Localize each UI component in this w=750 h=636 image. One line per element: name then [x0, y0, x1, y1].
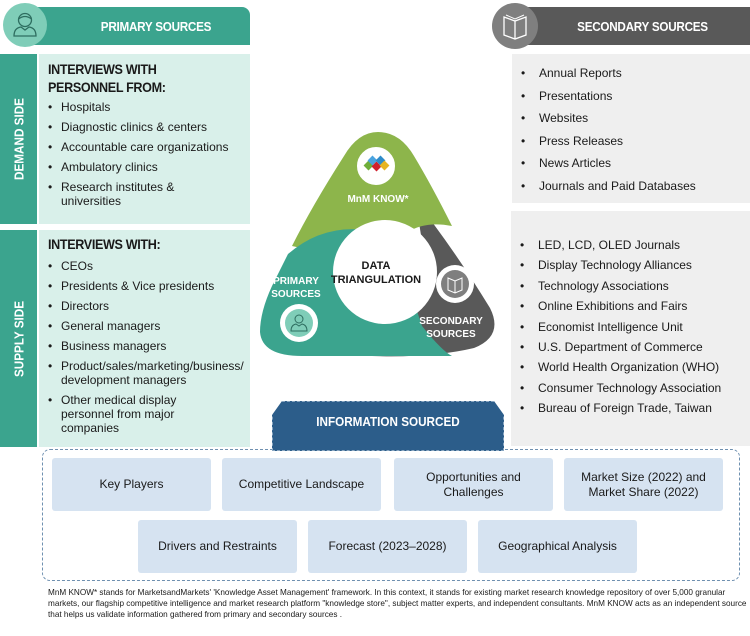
secondary-list-2: LED, LCD, OLED Journals Display Technolo… [520, 238, 748, 415]
info-card-competitive-landscape: Competitive Landscape [222, 458, 381, 511]
supply-side-label: SUPPLY SIDE [11, 300, 26, 377]
primary-segment-label-line2: SOURCES [271, 289, 321, 300]
info-card-geographical-analysis: Geographical Analysis [478, 520, 637, 573]
list-item: Research institutes & universities [48, 180, 198, 208]
demand-side-panel: INTERVIEWS WITH PERSONNEL FROM: Hospital… [39, 54, 250, 224]
supply-side-bar: SUPPLY SIDE [0, 230, 37, 447]
center-circle [333, 220, 437, 324]
list-item: Presidents & Vice presidents [48, 279, 248, 293]
list-item: Directors [48, 299, 248, 313]
info-card-market-size-share: Market Size (2022) and Market Share (202… [564, 458, 723, 511]
primary-segment-label-line1: PRIMARY [273, 276, 319, 287]
secondary-sources-title: SECONDARY SOURCES [577, 19, 708, 34]
footnote: MnM KNOW* stands for MarketsandMarkets' … [48, 588, 747, 619]
list-item: Diagnostic clinics & centers [48, 120, 248, 134]
list-item: Websites [521, 111, 746, 125]
list-item: World Health Organization (WHO) [520, 360, 748, 374]
list-item: Accountable care organizations [48, 140, 248, 154]
secondary-segment-label-line2: SOURCES [426, 329, 476, 340]
supply-side-panel: INTERVIEWS WITH: CEOs Presidents & Vice … [39, 230, 250, 447]
secondary-sources-header: SECONDARY SOURCES [515, 7, 750, 45]
primary-sources-title: PRIMARY SOURCES [100, 19, 212, 34]
list-item: Online Exhibitions and Fairs [520, 299, 748, 313]
list-item: Technology Associations [520, 279, 748, 293]
info-card-forecast: Forecast (2023–2028) [308, 520, 467, 573]
list-item: Product/sales/marketing/business/develop… [48, 359, 248, 387]
secondary-segment-label-line1: SECONDARY [419, 316, 483, 327]
center-label-line2: TRIANGULATION [331, 274, 421, 286]
list-item: Presentations [521, 89, 746, 103]
list-item: General managers [48, 319, 248, 333]
data-triangulation-diagram: MnM KNOW* DATA TRIANGULATION PRIMARY SOU… [260, 132, 495, 357]
list-item: LED, LCD, OLED Journals [520, 238, 748, 252]
info-card-opportunities-challenges: Opportunities and Challenges [394, 458, 553, 511]
list-item: Press Releases [521, 134, 746, 148]
secondary-list-1: Annual Reports Presentations Websites Pr… [521, 66, 746, 193]
information-sourced-title: INFORMATION SOURCED [316, 414, 460, 429]
list-item: Business managers [48, 339, 248, 353]
list-item: Ambulatory clinics [48, 160, 248, 174]
information-sourced-tab: INFORMATION SOURCED [272, 401, 504, 451]
demand-side-title: INTERVIEWS WITH PERSONNEL FROM: [48, 61, 166, 95]
list-item: Annual Reports [521, 66, 746, 80]
supply-side-list: CEOs Presidents & Vice presidents Direct… [48, 259, 248, 435]
supply-side-title: INTERVIEWS WITH: [48, 236, 161, 252]
info-card-drivers-restraints: Drivers and Restraints [138, 520, 297, 573]
list-item: Bureau of Foreign Trade, Taiwan [520, 401, 748, 415]
primary-sources-header: PRIMARY SOURCES [22, 7, 250, 45]
list-item: Other medical display personnel from maj… [48, 393, 208, 435]
info-card-key-players: Key Players [52, 458, 211, 511]
secondary-list-panel-1: Annual Reports Presentations Websites Pr… [512, 54, 750, 203]
list-item: Consumer Technology Association [520, 381, 748, 395]
list-item: Economist Intelligence Unit [520, 320, 748, 334]
book-icon [492, 3, 538, 49]
list-item: Display Technology Alliances [520, 258, 748, 272]
person-icon [3, 3, 47, 47]
list-item: CEOs [48, 259, 248, 273]
demand-side-label: DEMAND SIDE [11, 98, 26, 180]
secondary-list-panel-2: LED, LCD, OLED Journals Display Technolo… [511, 211, 750, 446]
list-item: Journals and Paid Databases [521, 179, 746, 193]
demand-side-bar: DEMAND SIDE [0, 54, 37, 224]
list-item: Hospitals [48, 100, 248, 114]
mnm-know-label: MnM KNOW* [347, 194, 408, 205]
list-item: U.S. Department of Commerce [520, 340, 748, 354]
list-item: News Articles [521, 156, 746, 170]
center-label-line1: DATA [362, 260, 391, 272]
demand-side-list: Hospitals Diagnostic clinics & centers A… [48, 100, 248, 208]
